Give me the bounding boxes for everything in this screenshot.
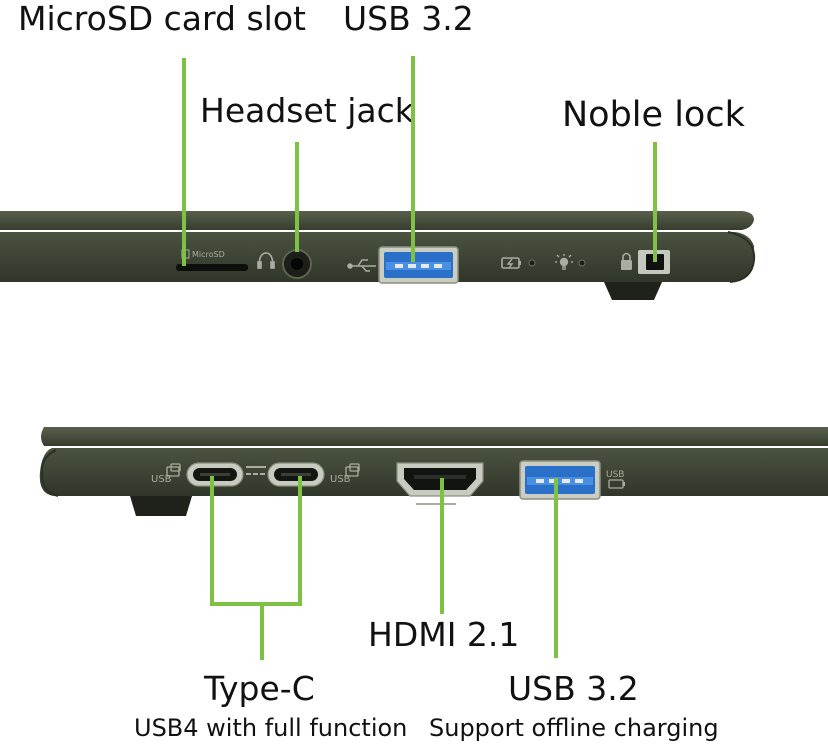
usb-print-right: USB [330, 474, 351, 485]
callout-lines [182, 56, 657, 660]
label-usb-3-2-bottom: USB 3.2 [508, 669, 639, 708]
usb-c-icon-right: USB [330, 463, 360, 485]
usb-icon [347, 259, 376, 272]
usb4-dash-icon [246, 466, 266, 475]
laptop-right-side: MicroSD [0, 211, 756, 300]
rubber-foot-bottom [130, 496, 192, 516]
headset-icon [257, 252, 275, 269]
label-type-c: Type-C [204, 669, 315, 708]
microsd-print: MicroSD [192, 250, 225, 259]
usb-charge-icon: USB [606, 470, 625, 489]
usb-c-icon-left: USB [151, 463, 181, 485]
battery-charge-icon [501, 257, 521, 269]
label-headset-jack: Headset jack [200, 91, 414, 130]
label-usb-3-2-top: USB 3.2 [343, 0, 474, 38]
callout-type-c-bracket [210, 476, 302, 606]
lid-edge-top [0, 211, 754, 230]
hdmi-logo-print [416, 503, 456, 505]
lock-icon [621, 252, 632, 270]
rubber-foot [604, 282, 662, 300]
battery-led [528, 259, 536, 267]
label-noble-lock: Noble lock [562, 95, 745, 135]
microsd-slot [176, 264, 248, 271]
label-support-offline-charging: Support offline charging [429, 714, 719, 742]
usb-print-charge: USB [606, 470, 624, 480]
usb-print-left: USB [151, 474, 172, 485]
label-hdmi-2-1: HDMI 2.1 [368, 615, 520, 654]
power-light-icon [555, 254, 573, 270]
laptop-left-side: USB USB [39, 427, 828, 516]
power-led [578, 259, 586, 267]
label-usb4-full-function: USB4 with full function [134, 714, 408, 742]
label-microsd-card-slot: MicroSD card slot [18, 0, 306, 38]
lid-edge-bottom [41, 427, 828, 446]
